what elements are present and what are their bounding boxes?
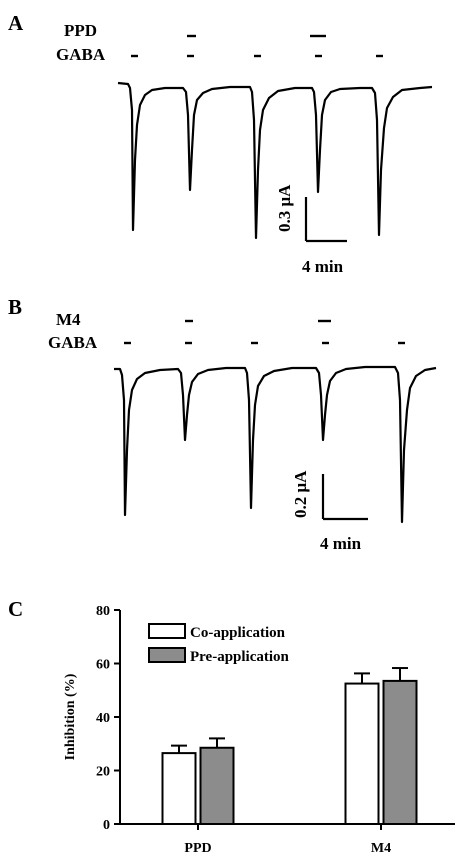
y-tick-label: 60 (96, 658, 110, 673)
y-tick-label: 40 (96, 711, 110, 726)
chart-bars (161, 667, 418, 826)
panel-b-scale-y-label: 0.2 μA (291, 470, 310, 518)
panel-a-gaba-label: GABA (56, 45, 106, 64)
panel-a: A PPD GABA 0.3 μA 4 min (8, 11, 433, 276)
y-tick-label: 20 (96, 765, 110, 780)
bar-0 (161, 752, 197, 825)
bar-0 (344, 682, 380, 825)
y-tick-label: 0 (103, 818, 110, 833)
panel-b-scale-bar (321, 474, 368, 521)
y-tick-label: 80 (96, 604, 110, 619)
panel-a-scale-bar (304, 197, 347, 243)
y-axis-label: Inhibition (%) (63, 673, 78, 760)
panel-b-letter: B (8, 295, 22, 319)
panel-b-drug-label: M4 (56, 310, 81, 329)
legend-swatch (148, 647, 186, 663)
panel-a-scale-y-label: 0.3 μA (275, 184, 294, 232)
bar-1 (199, 746, 235, 826)
panel-a-current-trace (117, 81, 433, 240)
legend-swatch (148, 623, 186, 639)
bar-1 (382, 679, 418, 826)
legend-label: Co-application (190, 625, 286, 641)
panel-b-gaba-label: GABA (48, 333, 98, 352)
panel-a-drug-label: PPD (64, 21, 97, 40)
panel-c-letter: C (8, 597, 23, 621)
panel-b: B M4 GABA 0.2 μA 4 min (8, 295, 437, 553)
panel-a-scale-x-label: 4 min (302, 257, 344, 276)
panel-b-current-trace (114, 365, 437, 524)
legend-label: Pre-application (190, 649, 290, 665)
x-tick-label: M4 (371, 841, 391, 856)
x-tick-label: PPD (184, 841, 211, 856)
panel-b-scale-x-label: 4 min (320, 534, 362, 553)
panel-a-letter: A (8, 11, 24, 35)
